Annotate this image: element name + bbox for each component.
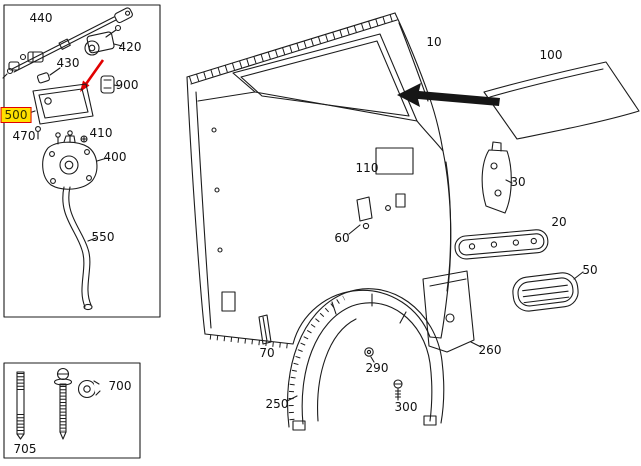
cable-end-fitting-drawing: [36, 67, 61, 84]
part-label-700[interactable]: 700: [108, 379, 132, 393]
part-label-300[interactable]: 300: [394, 400, 418, 414]
filler-housing-drawing: [42, 135, 108, 190]
lock-bracket-drawing: [481, 141, 513, 214]
part-label-430[interactable]: 430: [56, 56, 80, 70]
stud-drawing: [16, 371, 25, 440]
drain-hose-drawing: [62, 186, 97, 311]
flap-hinge-bracket-drawing: [100, 75, 120, 94]
inset-panel-border: [3, 4, 161, 318]
part-label-705[interactable]: 705: [13, 442, 37, 456]
part-label-550[interactable]: 550: [91, 230, 115, 244]
release-cable-drawing: [2, 7, 133, 79]
part-label-260[interactable]: 260: [478, 343, 502, 357]
red-arrow: [80, 59, 105, 92]
quarter-glass-drawing: [483, 61, 640, 140]
seal-strip-drawing: [258, 314, 272, 345]
part-label-60[interactable]: 60: [334, 231, 350, 245]
part-label-900[interactable]: 900: [115, 78, 139, 92]
bolt-drawing: [53, 367, 73, 440]
part-label-500-selected[interactable]: 500: [0, 107, 32, 123]
grommet-drawing: [364, 347, 375, 363]
part-label-420[interactable]: 420: [118, 40, 142, 54]
wrench-icon: [77, 379, 105, 399]
part-label-50[interactable]: 50: [582, 263, 598, 277]
filler-pocket-drawing: [348, 193, 406, 235]
tapping-screw-drawing: [393, 379, 403, 401]
part-label-10[interactable]: 10: [426, 35, 442, 49]
part-label-470[interactable]: 470: [12, 129, 36, 143]
hardware-panel-border: [3, 362, 141, 459]
part-label-110[interactable]: 110: [355, 161, 379, 175]
flap-pin-drawing: [35, 126, 41, 140]
part-label-100[interactable]: 100: [539, 48, 563, 62]
part-label-400[interactable]: 400: [103, 150, 127, 164]
sill-strip-drawing: [454, 229, 549, 260]
closing-panel-drawing: [422, 270, 482, 353]
quarter-panel-drawing: [186, 12, 452, 349]
wheel-arch-liner-drawing: [286, 288, 445, 431]
part-label-70[interactable]: 70: [259, 346, 275, 360]
part-label-440[interactable]: 440: [29, 11, 53, 25]
part-label-290[interactable]: 290: [365, 361, 389, 375]
flap-actuator-drawing: [84, 24, 123, 56]
part-label-30[interactable]: 30: [510, 175, 526, 189]
cable-clips-drawing: [8, 51, 44, 71]
part-label-410[interactable]: 410: [89, 126, 113, 140]
direction-arrow: [397, 83, 500, 107]
vent-grille-drawing: [512, 271, 584, 312]
part-label-250[interactable]: 250: [265, 397, 289, 411]
fuel-filler-flap-drawing: [28, 83, 94, 125]
id-plate-drawing: [375, 147, 414, 175]
part-label-20[interactable]: 20: [551, 215, 567, 229]
